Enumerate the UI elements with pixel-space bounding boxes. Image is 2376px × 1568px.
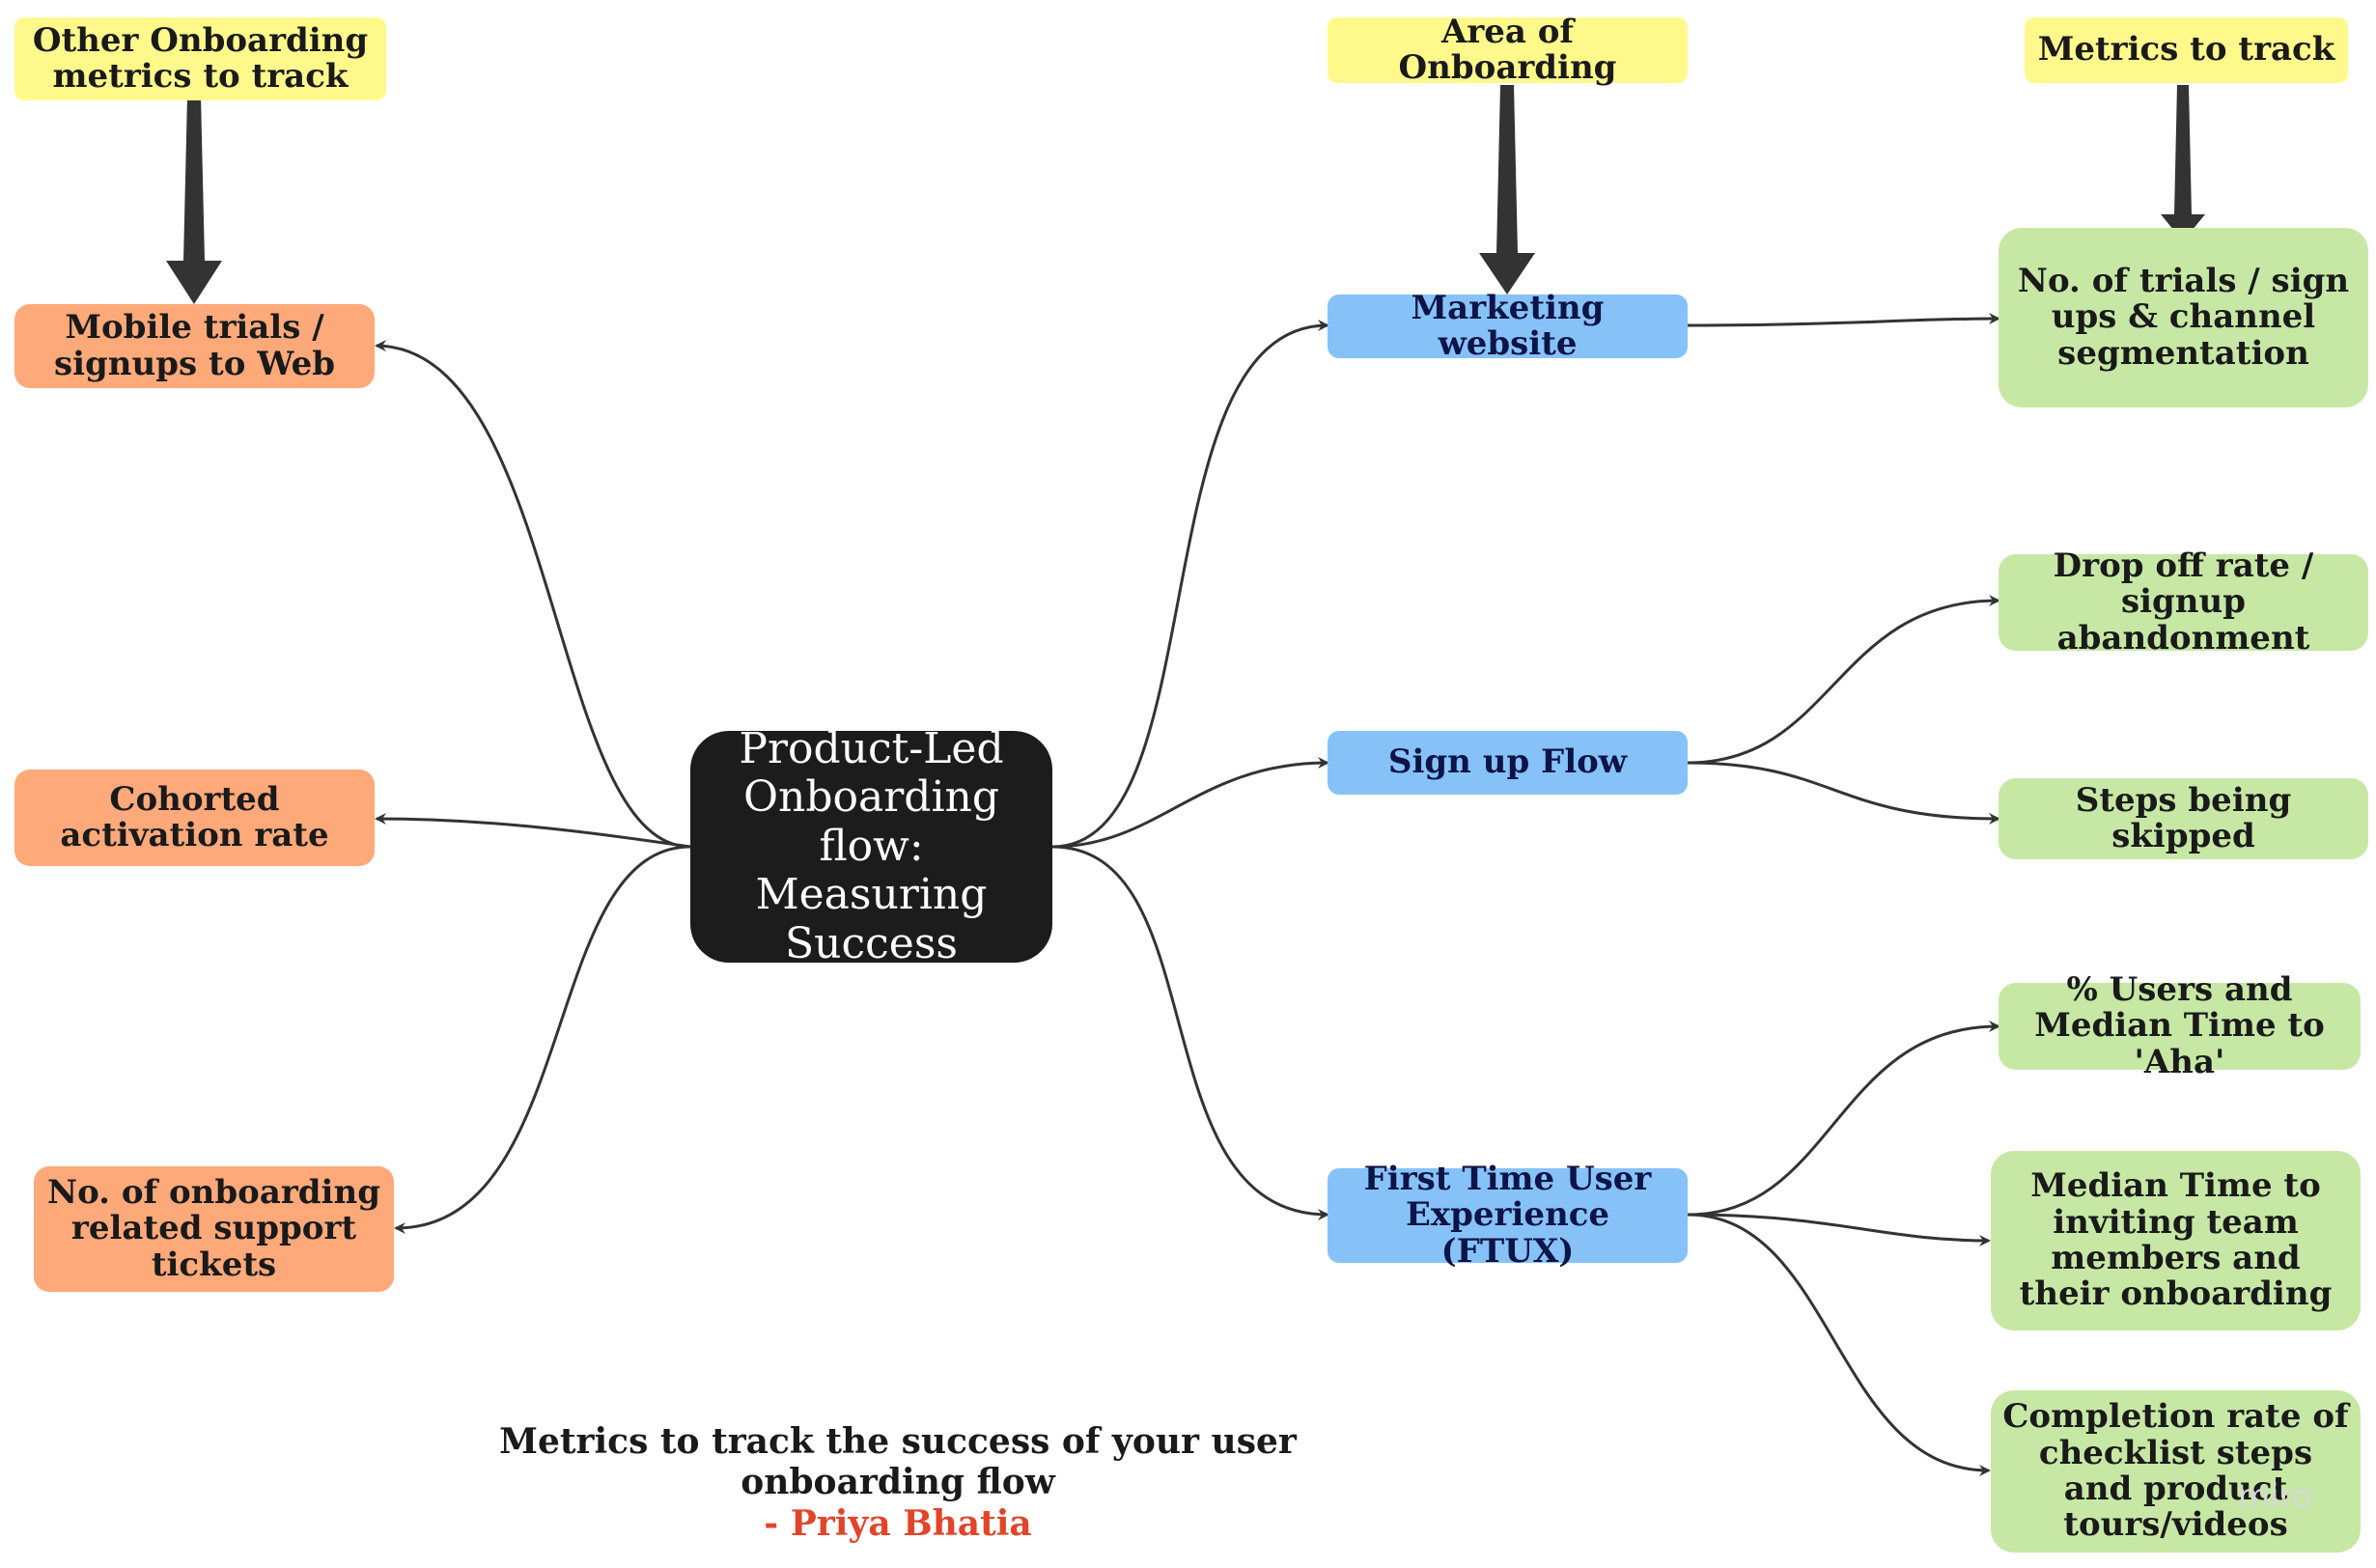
link-ftux-aha [1687, 1021, 2000, 1217]
miro-watermark: miro [2238, 1477, 2312, 1516]
link-center-ftux [1051, 845, 1329, 1220]
header-other-metrics[interactable]: Other Onboarding metrics to track [14, 17, 386, 100]
link-center-cohorted [375, 813, 691, 849]
metric-steps-skipped[interactable]: Steps being skipped [1999, 778, 2368, 859]
link-center-mobile [375, 340, 691, 849]
header-area-of-onboarding[interactable]: Area of Onboarding [1328, 14, 1688, 86]
metric-drop-off-rate[interactable]: Drop off rate / signup abandonment [1999, 547, 2368, 656]
caption: Metrics to track the success of your use… [463, 1421, 1332, 1544]
header-arrow-area [1479, 85, 1535, 294]
header-arrow-other [166, 97, 222, 304]
center-topic[interactable]: Product-Led Onboarding flow: Measuring S… [690, 724, 1052, 968]
link-center-signup [1051, 757, 1329, 849]
area-marketing-website[interactable]: Marketing website [1328, 290, 1688, 362]
link-signup-skipped [1687, 761, 2000, 825]
link-ftux-completion [1687, 1213, 1991, 1476]
header-metrics-to-track[interactable]: Metrics to track [2025, 17, 2348, 83]
metric-median-time-inviting[interactable]: Median Time to inviting team members and… [1991, 1151, 2361, 1330]
link-center-marketing [1051, 320, 1329, 849]
link-signup-dropoff [1687, 595, 2000, 765]
caption-text: Metrics to track the success of your use… [499, 1421, 1297, 1503]
link-marketing-trials [1687, 313, 2000, 327]
area-ftux[interactable]: First Time User Experience (FTUX) [1328, 1161, 1688, 1269]
link-center-support [394, 845, 691, 1234]
metric-users-time-to-aha[interactable]: % Users and Median Time to 'Aha' [1999, 971, 2361, 1079]
link-ftux-invite [1687, 1213, 1991, 1246]
area-sign-up-flow[interactable]: Sign up Flow [1328, 731, 1688, 795]
metric-trials-signups[interactable]: No. of trials / sign ups & channel segme… [1999, 228, 2368, 407]
metric-completion-rate[interactable]: Completion rate of checklist steps and p… [1991, 1390, 2361, 1553]
other-metric-mobile-trials[interactable]: Mobile trials / signups to Web [14, 304, 375, 388]
header-arrow-metrics [2161, 85, 2205, 241]
caption-author: - Priya Bhatia [764, 1502, 1032, 1544]
other-metric-cohorted-activation[interactable]: Cohorted activation rate [14, 770, 375, 866]
other-metric-support-tickets[interactable]: No. of onboarding related support ticket… [34, 1166, 394, 1292]
